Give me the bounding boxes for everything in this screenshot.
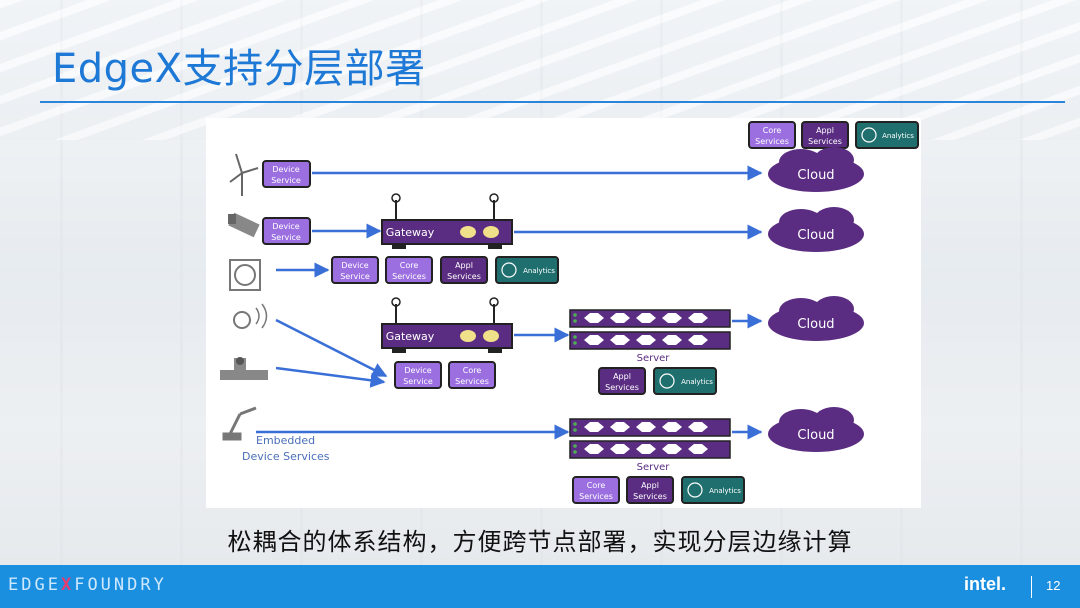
robot-arm-icon xyxy=(222,406,257,441)
row3-core-services: Core Services xyxy=(385,256,433,284)
svg-text:Service: Service xyxy=(403,377,433,386)
row3-appl-services: Appl Services xyxy=(440,256,488,284)
embedded-label-2: Device Services xyxy=(242,450,330,463)
svg-text:Device: Device xyxy=(272,222,299,231)
row5-appl-services: Appl Services xyxy=(626,476,674,504)
row4-cloud: Cloud xyxy=(768,296,864,341)
brain-icon xyxy=(687,482,703,498)
row4-server: Server xyxy=(569,309,731,364)
row4-arrow-pipe xyxy=(275,366,386,388)
legend-appl-box: Appl Services xyxy=(801,121,849,149)
camera-icon xyxy=(228,212,260,238)
svg-text:Cloud: Cloud xyxy=(797,317,834,332)
edgex-foundry-logo: EDGEXFOUNDRY xyxy=(8,575,167,595)
row2-device-service: Device Service xyxy=(262,217,311,245)
svg-text:Core: Core xyxy=(463,366,482,375)
footer-bar xyxy=(0,565,1080,608)
row2-gateway: Gateway xyxy=(381,193,513,249)
svg-text:Cloud: Cloud xyxy=(797,228,834,243)
brain-icon xyxy=(659,373,675,389)
svg-text:Service: Service xyxy=(271,176,301,185)
svg-text:Services: Services xyxy=(605,383,639,392)
svg-text:Cloud: Cloud xyxy=(797,168,834,183)
svg-text:Server: Server xyxy=(637,462,671,473)
wind-turbine-icon xyxy=(229,153,259,196)
row5-analytics: Analytics xyxy=(681,476,745,504)
legend-core-box: Core Services xyxy=(748,121,796,149)
row4-gateway: Gateway xyxy=(381,297,513,353)
svg-text:Service: Service xyxy=(340,272,370,281)
svg-text:Server: Server xyxy=(637,353,671,364)
svg-text:Device: Device xyxy=(341,261,368,270)
svg-text:Services: Services xyxy=(447,272,481,281)
embedded-label-1: Embedded xyxy=(256,434,315,447)
row3-analytics: Analytics xyxy=(495,256,559,284)
legend-core-l1: Core xyxy=(763,126,782,135)
svg-text:Analytics: Analytics xyxy=(709,487,741,495)
row5-core-services: Core Services xyxy=(572,476,620,504)
legend-analytics-box: Analytics xyxy=(855,121,919,149)
brain-icon xyxy=(861,127,877,143)
svg-text:Services: Services xyxy=(633,492,667,501)
architecture-diagram: Core Services Appl Services Analytics De… xyxy=(206,118,921,508)
row2-cloud: Cloud xyxy=(768,207,864,252)
svg-text:Gateway: Gateway xyxy=(386,226,435,239)
row4-arrow-bulb xyxy=(275,318,388,378)
slide-caption: 松耦合的体系结构，方便跨节点部署，实现分层边缘计算 xyxy=(227,528,853,556)
svg-text:Cloud: Cloud xyxy=(797,428,834,443)
legend-analytics-label: Analytics xyxy=(882,132,914,140)
svg-text:Core: Core xyxy=(400,261,419,270)
svg-text:Services: Services xyxy=(455,377,489,386)
svg-text:Services: Services xyxy=(392,272,426,281)
footer-divider xyxy=(1031,576,1032,598)
svg-text:Core: Core xyxy=(587,481,606,490)
svg-text:Appl: Appl xyxy=(641,481,659,490)
row1-device-service: Device Service xyxy=(262,160,311,188)
intel-logo: intel. xyxy=(964,574,1007,594)
row5-cloud: Cloud xyxy=(768,407,864,452)
row4-analytics: Analytics xyxy=(653,367,717,395)
row1-cloud: Cloud xyxy=(768,147,864,192)
svg-text:Appl: Appl xyxy=(455,261,473,270)
page-number: 12 xyxy=(1046,578,1061,593)
svg-text:Analytics: Analytics xyxy=(523,267,555,275)
brain-icon xyxy=(501,262,517,278)
svg-text:Appl: Appl xyxy=(613,372,631,381)
svg-text:Device: Device xyxy=(272,165,299,174)
legend-appl-l2: Services xyxy=(808,137,842,146)
title-underline xyxy=(40,101,1065,103)
svg-text:Services: Services xyxy=(579,492,613,501)
legend-core-l2: Services xyxy=(755,137,789,146)
pipe-sensor-icon xyxy=(220,357,268,380)
row3-device-service: Device Service xyxy=(331,256,379,284)
slide-title: EdgeX支持分层部署 xyxy=(52,46,426,92)
legend-appl-l1: Appl xyxy=(816,126,834,135)
fan-icon xyxy=(229,259,261,291)
row4-device-service: Device Service xyxy=(394,361,442,389)
row5-server: Server xyxy=(569,418,731,473)
svg-text:Analytics: Analytics xyxy=(681,378,713,386)
svg-text:Device: Device xyxy=(404,366,431,375)
svg-text:Service: Service xyxy=(271,233,301,242)
row4-appl-services: Appl Services xyxy=(598,367,646,395)
svg-text:Gateway: Gateway xyxy=(386,330,435,343)
lightbulb-icon xyxy=(233,303,268,329)
row4-core-services: Core Services xyxy=(448,361,496,389)
